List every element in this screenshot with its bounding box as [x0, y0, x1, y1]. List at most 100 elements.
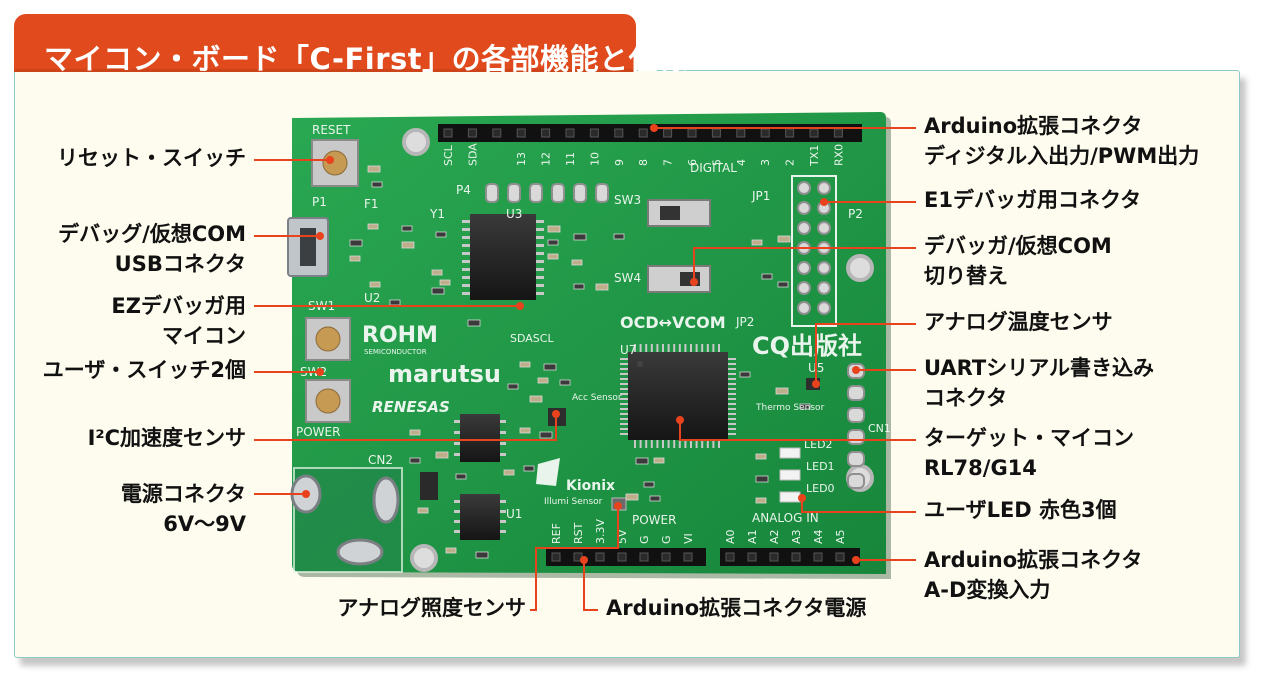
label-reset-switch: リセット・スイッチ [57, 146, 246, 170]
user-leds [779, 447, 801, 503]
silk-rohm: ROHM [362, 323, 438, 348]
header-pin [467, 128, 477, 138]
chip-pin [650, 344, 653, 352]
chip-pin [673, 440, 676, 448]
passive-component [755, 497, 767, 504]
chip-pin [650, 440, 653, 448]
passive-component [775, 387, 789, 395]
silk-illumi: Illumi Sensor [544, 497, 603, 507]
chip-pin [620, 393, 628, 395]
passive-component [761, 273, 773, 280]
chip-pin [500, 420, 506, 423]
passive-component [401, 225, 413, 232]
kionix-logo [536, 458, 560, 486]
passive-component [367, 223, 379, 230]
silk-acc: Acc Sensor [572, 393, 622, 403]
silk-power-header: POWER [632, 513, 676, 527]
digital-pin-label: 13 [515, 152, 528, 166]
leader-power-jack-dot [302, 490, 310, 498]
aux-chips [420, 414, 506, 540]
header-pin [541, 128, 551, 138]
slide-switch-sw4 [647, 265, 711, 293]
passive-component [435, 231, 447, 238]
label-analog-line2: A-D変換入力 [924, 578, 1051, 602]
header-pin [760, 128, 770, 138]
header-pin [835, 552, 845, 562]
header-hole [797, 261, 811, 275]
power-pin-label: G [638, 535, 651, 544]
header-hole [797, 181, 811, 195]
passive-component [503, 469, 515, 476]
leader-analog-dot [852, 556, 860, 564]
chip-pin [620, 408, 628, 410]
analog-pin-label: A0 [724, 529, 737, 544]
chip-pin [728, 363, 736, 365]
header-hole [817, 181, 831, 195]
label-uart-line1: UARTシリアル書き込み [924, 356, 1154, 380]
label-target-line1: ターゲット・マイコン [924, 426, 1134, 450]
header-pin [638, 128, 648, 138]
digital-pin-label: 8 [637, 159, 650, 166]
header-pin [661, 552, 671, 562]
leader-usb-dot [316, 232, 324, 240]
leader-target-dot [676, 416, 684, 424]
chip-pin [620, 358, 628, 360]
leader-dbg-switch [693, 247, 916, 282]
passive-component [467, 319, 481, 327]
passive-component [367, 165, 381, 173]
figure-title: マイコン・ボード「C-First」の各部機能と仕様 [44, 42, 688, 76]
chip-pin [728, 358, 736, 360]
passive-component [595, 283, 609, 291]
digital-pin-label: SDA [466, 143, 479, 166]
usb-connector [287, 217, 329, 277]
chip-pin [678, 440, 681, 448]
chip-pin [500, 510, 506, 513]
chip-pin [500, 520, 506, 523]
silk-y1: Y1 [429, 207, 445, 221]
chip-pin [662, 344, 664, 352]
analog-pin-label: A1 [746, 529, 759, 544]
passive-component [573, 233, 587, 241]
header-pin [785, 128, 795, 138]
analog-pin-label: A2 [768, 529, 781, 544]
digital-pin-label: TX1 [808, 145, 821, 167]
silk-thermo: Thermo Sensor [755, 403, 825, 413]
chip-pin [500, 530, 506, 533]
chip-pin [536, 268, 544, 271]
header-pin [614, 128, 624, 138]
chip-pin [728, 378, 736, 380]
chip-pin [728, 373, 736, 375]
passive-component [559, 379, 571, 386]
label-analog-line1: Arduino拡張コネクタ [924, 548, 1143, 572]
leader-temp-dot [812, 380, 820, 388]
chip-pin [701, 440, 704, 448]
header-hole [847, 429, 865, 445]
label-e1-connector: E1デバッガ用コネクタ [924, 188, 1142, 212]
silk-p4: P4 [456, 183, 471, 197]
chip-pin [462, 292, 470, 295]
header-pin [833, 128, 843, 138]
power-jack [290, 467, 403, 573]
silk-analog-in: ANALOG IN [752, 511, 819, 525]
passive-component [755, 453, 767, 460]
leader-light-sensor-dot [614, 502, 622, 510]
chip-pin [454, 500, 460, 503]
passive-component [475, 551, 489, 559]
chip-pin [620, 403, 628, 405]
chip-pin [454, 520, 460, 523]
header-pin [683, 552, 693, 562]
label-digital-line2: ディジタル入出力/PWM出力 [924, 144, 1200, 168]
chip-pin [718, 440, 720, 448]
passive-component [613, 233, 625, 240]
silk-led1: LED1 [806, 460, 835, 473]
power-header [546, 548, 706, 566]
chip-pin [718, 344, 720, 352]
label-digital-line1: Arduino拡張コネクタ [924, 114, 1143, 138]
chip-pin [690, 344, 692, 352]
target-mcu [620, 344, 736, 448]
silk-jp1: JP1 [751, 189, 770, 203]
digital-pin-label: RX0 [832, 144, 845, 166]
chip-pin [728, 388, 736, 390]
leader-led [801, 498, 916, 513]
